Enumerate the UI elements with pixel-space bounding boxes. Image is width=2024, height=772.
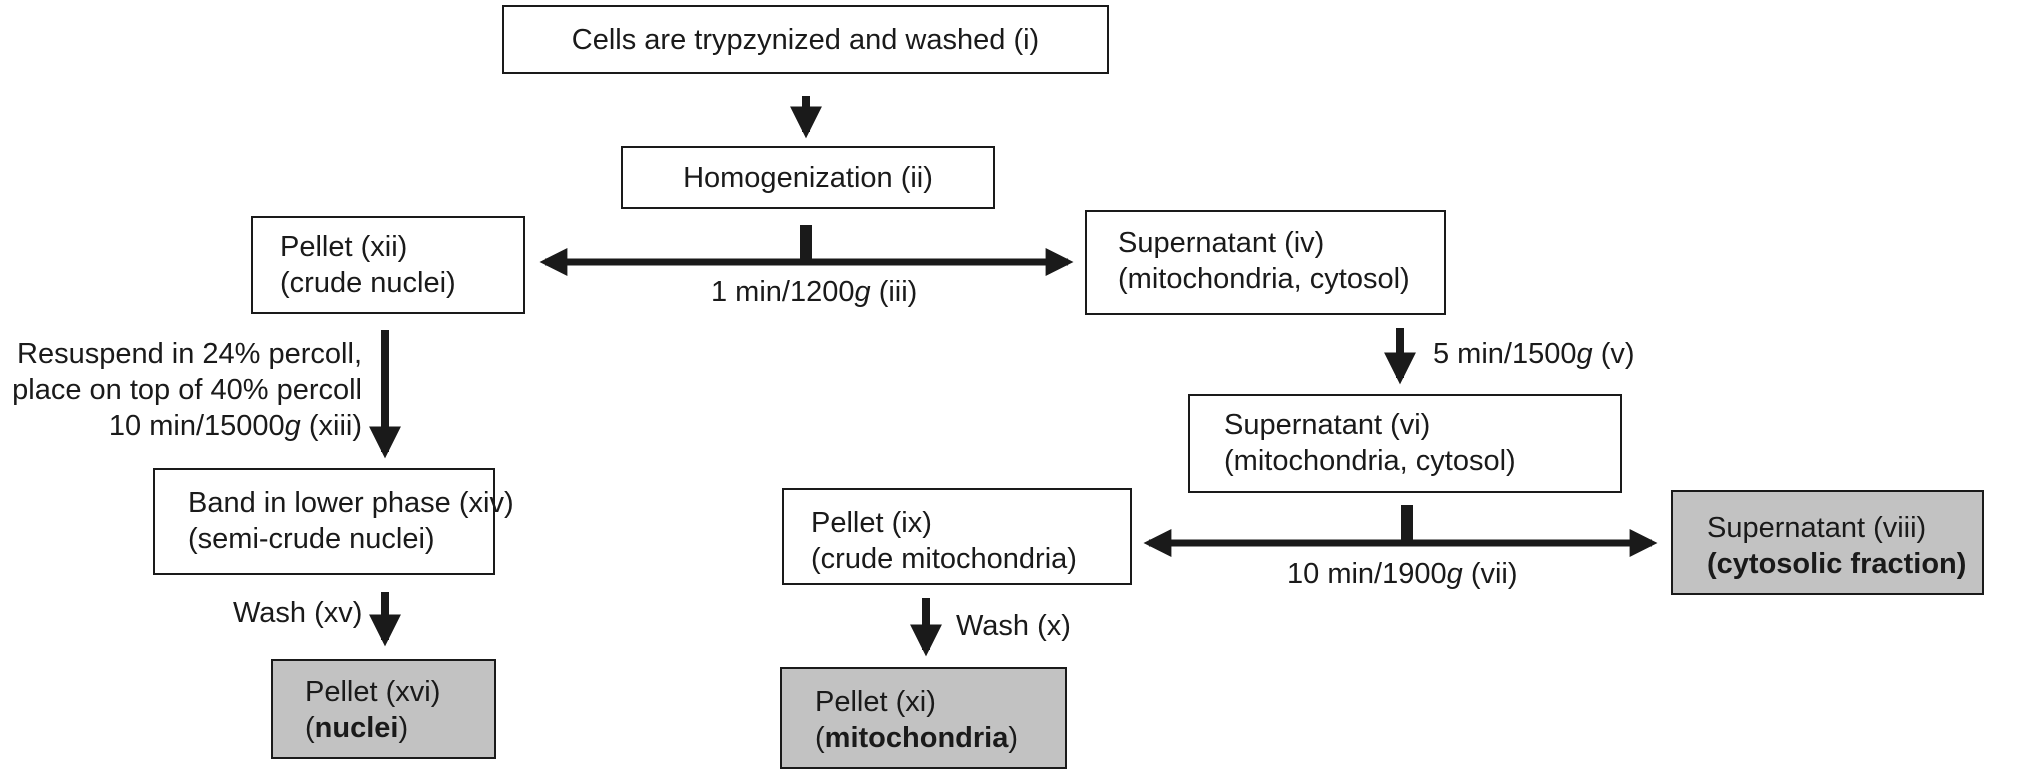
wash-x-label: Wash (x) (956, 610, 1071, 642)
step-homogenization-box: Homogenization (ii) (621, 146, 995, 209)
band-xiv-line2: (semi-crude nuclei) (188, 523, 435, 555)
pellet-xi-line1: Pellet (xi) (815, 686, 936, 718)
supernatant-vi-line1: Supernatant (vi) (1224, 409, 1431, 441)
pellet-xvi-emphasis: nuclei (314, 712, 399, 744)
band-xiv-line1: Band in lower phase (xiv) (188, 487, 514, 519)
step-trypsinize-text: Cells are trypzynized and washed (i) (571, 23, 1040, 56)
supernatant-vi-line2: (mitochondria, cytosol) (1224, 445, 1516, 477)
spin-iii-label: 1 min/1200g (iii) (711, 276, 918, 308)
supernatant-viii-line1: Supernatant (viii) (1707, 512, 1927, 544)
spin-v-label: 5 min/1500g (v) (1433, 338, 1635, 370)
percoll-line2: place on top of 40% percoll (12, 374, 362, 406)
pellet-xii-box: Pellet (xii) (crude nuclei) (251, 216, 525, 314)
pellet-xi-box: Pellet (xi) (mitochondria) (780, 667, 1067, 769)
percoll-line3: 10 min/15000g (xiii) (108, 410, 362, 442)
supernatant-vi-box: Supernatant (vi) (mitochondria, cytosol) (1188, 394, 1622, 493)
pellet-ix-line1: Pellet (ix) (811, 507, 932, 539)
supernatant-viii-box: Supernatant (viii) (cytosolic fraction) (1671, 490, 1984, 595)
supernatant-iv-line1: Supernatant (iv) (1118, 227, 1325, 259)
pellet-xii-line2: (crude nuclei) (280, 267, 456, 299)
pellet-ix-line2: (crude mitochondria) (811, 543, 1077, 575)
pellet-xvi-line1: Pellet (xvi) (305, 676, 441, 708)
percoll-step-label: Resuspend in 24% percoll, place on top o… (12, 336, 362, 444)
pellet-xvi-box: Pellet (xvi) (nuclei) (271, 659, 496, 759)
band-xiv-box: Band in lower phase (xiv) (semi-crude nu… (153, 468, 514, 575)
supernatant-iv-line2: (mitochondria, cytosol) (1118, 263, 1410, 295)
supernatant-viii-line2: (cytosolic fraction) (1707, 548, 1967, 580)
pellet-xvi-line2: (nuclei) (305, 712, 409, 744)
pellet-xii-line1: Pellet (xii) (280, 231, 408, 263)
supernatant-iv-box: Supernatant (iv) (mitochondria, cytosol) (1085, 210, 1446, 315)
step-trypsinize-box: Cells are trypzynized and washed (i) (502, 5, 1109, 74)
step-homogenization-text: Homogenization (ii) (683, 161, 933, 194)
pellet-xi-emphasis: mitochondria (824, 722, 1009, 754)
pellet-xi-line2: (mitochondria) (815, 722, 1019, 754)
wash-xv-label: Wash (xv) (233, 597, 363, 629)
pellet-ix-box: Pellet (ix) (crude mitochondria) (782, 488, 1132, 585)
percoll-line1: Resuspend in 24% percoll, (17, 338, 362, 370)
spin-vii-label: 10 min/1900g (vii) (1287, 558, 1518, 590)
